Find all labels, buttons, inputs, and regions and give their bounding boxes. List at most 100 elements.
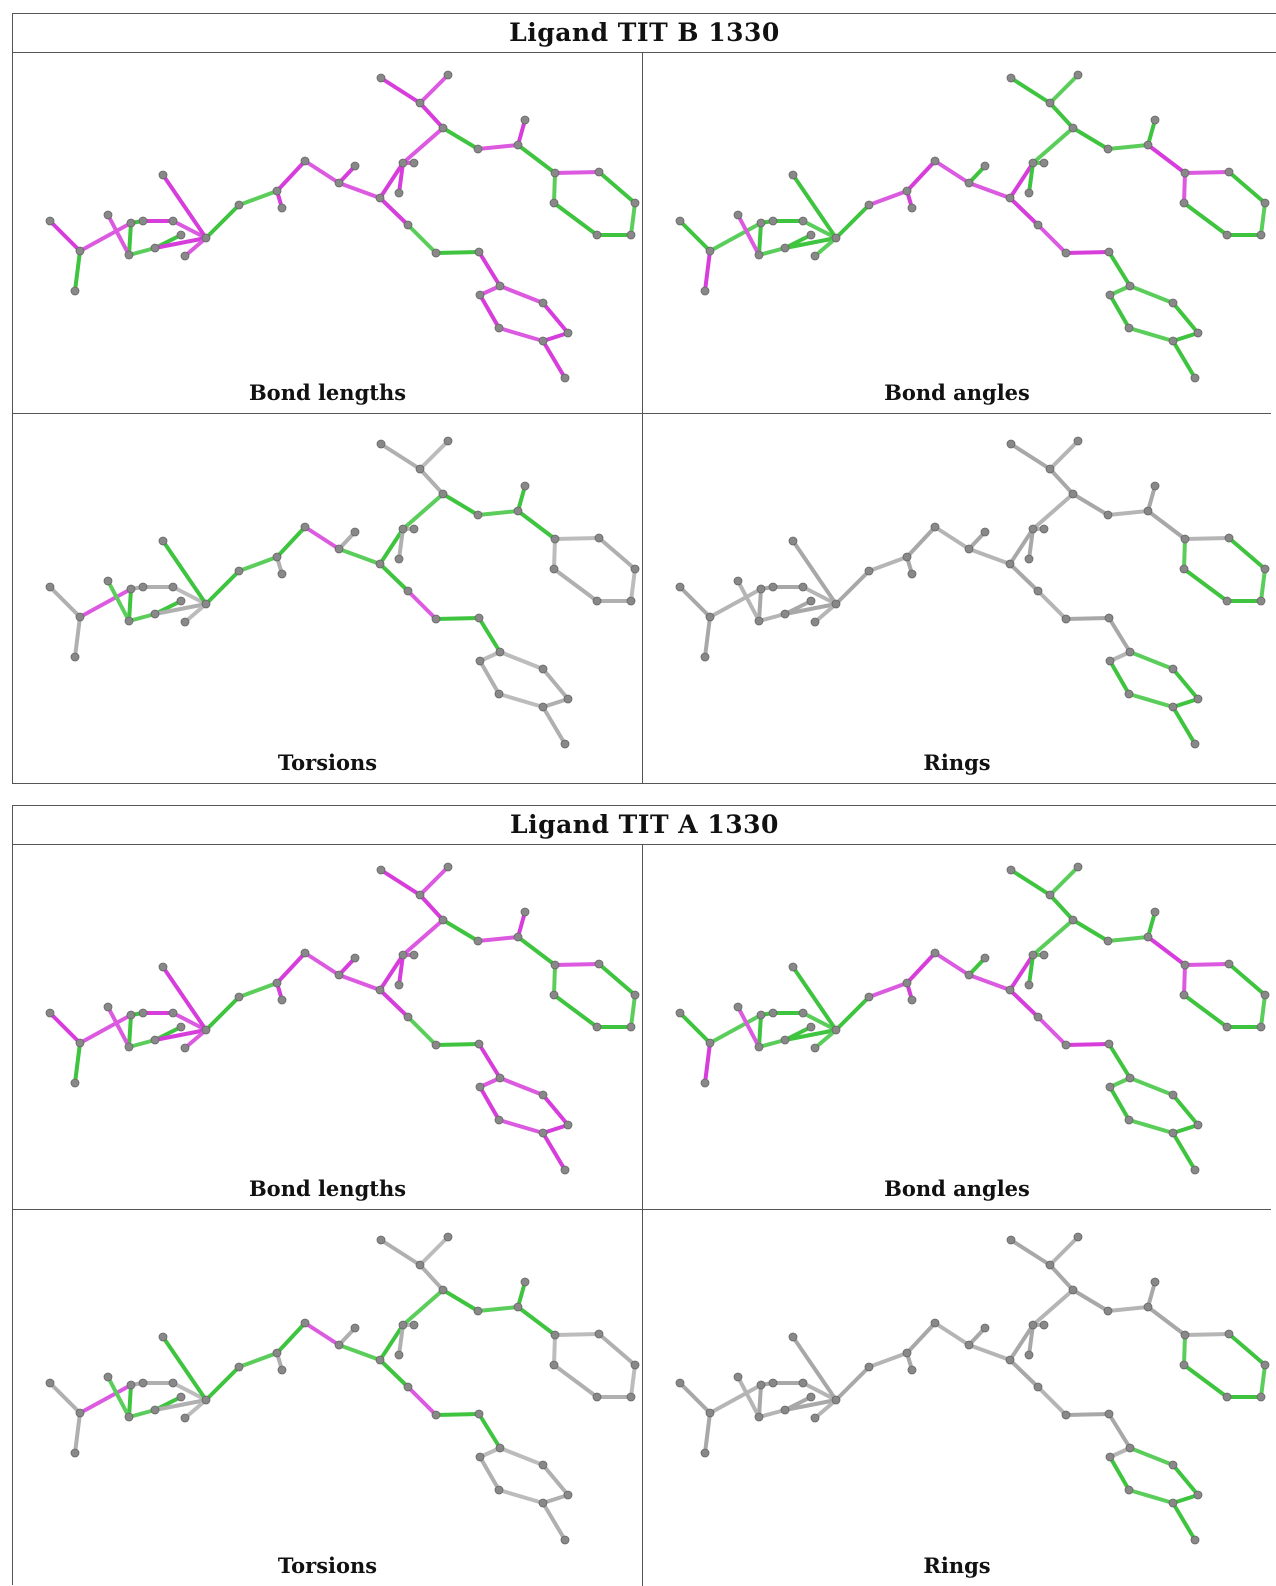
- bond: [78, 587, 133, 619]
- atom: [176, 596, 186, 606]
- bond: [703, 615, 712, 659]
- bond: [476, 143, 520, 151]
- bond: [1108, 659, 1131, 696]
- bond: [905, 951, 937, 985]
- atom: [1104, 613, 1114, 623]
- atom: [1039, 1320, 1049, 1330]
- bond: [629, 201, 637, 237]
- bond: [1127, 1118, 1175, 1135]
- atom: [756, 1010, 766, 1020]
- atom: [780, 1035, 790, 1045]
- bond: [1027, 527, 1035, 561]
- atom: [473, 144, 483, 154]
- atom: [1028, 1320, 1038, 1330]
- atom: [1168, 702, 1178, 712]
- bond: [401, 918, 445, 957]
- bond: [552, 993, 599, 1029]
- bond: [153, 1028, 208, 1042]
- bond: [703, 1041, 712, 1085]
- atom: [443, 70, 453, 80]
- bond: [757, 587, 763, 623]
- atom: [376, 1235, 386, 1245]
- bond: [1048, 1235, 1080, 1267]
- bond: [418, 467, 445, 496]
- atom: [1045, 890, 1055, 900]
- atom: [980, 953, 990, 963]
- atom: [473, 1306, 483, 1316]
- atom: [375, 1355, 385, 1365]
- bond: [237, 555, 279, 573]
- bond: [1227, 962, 1267, 997]
- atom: [513, 140, 523, 150]
- bond: [1031, 918, 1075, 957]
- bond: [127, 612, 157, 623]
- atom: [394, 188, 404, 198]
- atom: [980, 1323, 990, 1333]
- atom: [334, 178, 344, 188]
- atom: [70, 286, 80, 296]
- bond: [834, 995, 871, 1032]
- atom: [350, 161, 360, 171]
- atom: [398, 950, 408, 960]
- atom: [124, 250, 134, 260]
- bond: [497, 1118, 545, 1135]
- bond: [1027, 161, 1035, 195]
- atom: [1124, 1115, 1134, 1125]
- bond: [1036, 589, 1068, 621]
- atom: [902, 1348, 912, 1358]
- atom: [1104, 1039, 1114, 1049]
- bond: [553, 962, 601, 967]
- atom: [1033, 586, 1043, 596]
- bond: [1008, 196, 1040, 227]
- atom: [902, 978, 912, 988]
- atom: [1150, 1277, 1160, 1287]
- atom: [1103, 144, 1113, 154]
- bond: [379, 1238, 422, 1267]
- atom: [272, 978, 282, 988]
- bond: [1036, 1385, 1068, 1417]
- atom: [1180, 534, 1190, 544]
- atom: [1260, 1360, 1270, 1370]
- bond: [1008, 953, 1035, 992]
- atom: [75, 1038, 85, 1048]
- atom: [864, 992, 874, 1002]
- atom: [45, 1378, 55, 1388]
- atom: [394, 1350, 404, 1360]
- atom: [1168, 1090, 1178, 1100]
- panel-bond-lengths: Bond lengths: [13, 845, 642, 1209]
- atom: [1256, 596, 1266, 606]
- atom: [1260, 990, 1270, 1000]
- atom: [756, 584, 766, 594]
- atom: [705, 612, 715, 622]
- atom: [538, 1090, 548, 1100]
- bond: [813, 236, 838, 258]
- atom: [150, 243, 160, 253]
- atom: [864, 1362, 874, 1372]
- atom: [376, 73, 386, 83]
- atom: [594, 167, 604, 177]
- panel-caption: Bond lengths: [248, 1176, 407, 1201]
- atom: [550, 534, 560, 544]
- bond: [378, 953, 405, 992]
- bond: [516, 143, 557, 175]
- atom: [907, 569, 917, 579]
- atom: [538, 336, 548, 346]
- atom: [538, 1460, 548, 1470]
- bond: [1107, 1042, 1132, 1080]
- bond: [171, 219, 208, 240]
- atom: [150, 1035, 160, 1045]
- atom: [675, 216, 685, 226]
- atom: [475, 290, 485, 300]
- bond: [1127, 326, 1175, 343]
- atom: [1103, 1306, 1113, 1316]
- atom: [520, 1277, 530, 1287]
- atom: [1179, 990, 1189, 1000]
- bond: [791, 539, 838, 606]
- atom: [1103, 936, 1113, 946]
- atom: [513, 506, 523, 516]
- bond: [1171, 339, 1197, 380]
- atom: [538, 1128, 548, 1138]
- bond: [378, 527, 405, 566]
- atom: [798, 1008, 808, 1018]
- atom: [158, 962, 168, 972]
